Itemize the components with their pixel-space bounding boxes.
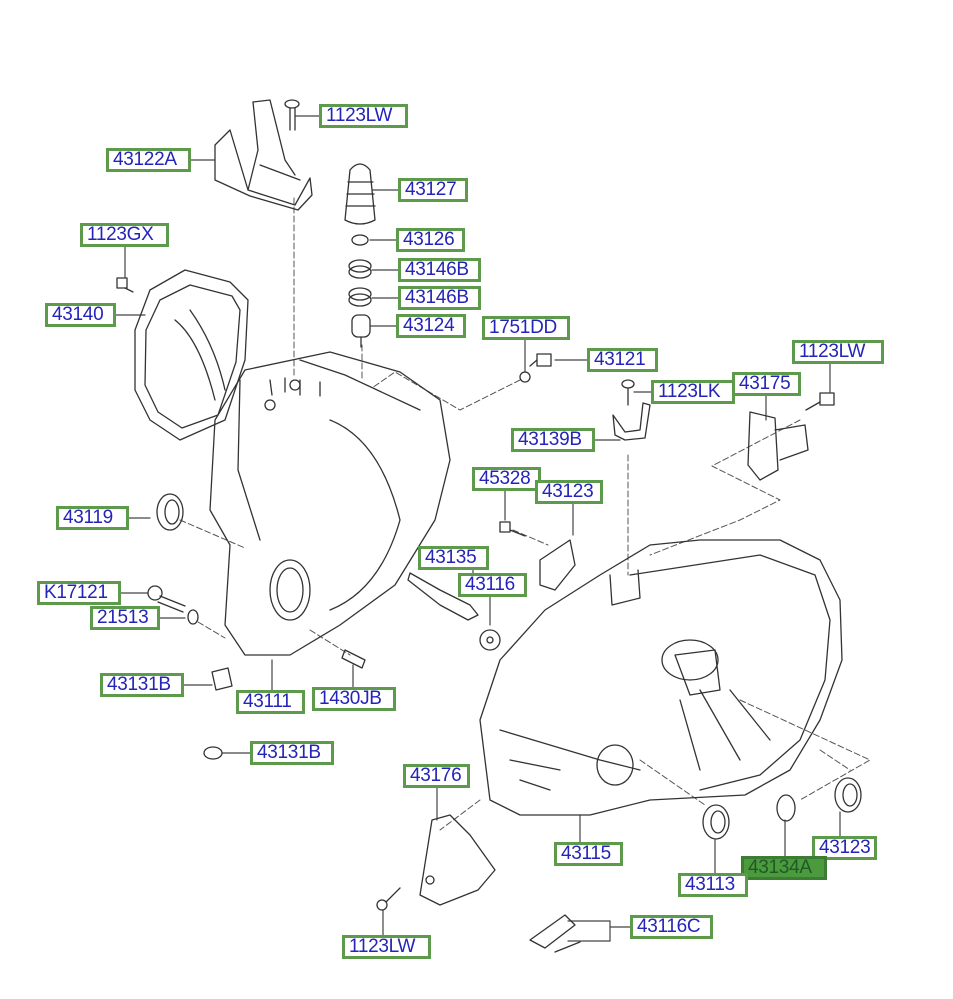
part-label-43121[interactable]: 43121: [587, 348, 658, 372]
part-label-1123lw[interactable]: 1123LW: [342, 935, 431, 959]
part-label-43113[interactable]: 43113: [678, 873, 748, 897]
bracket-43123: [539, 539, 576, 591]
washer-43126: [351, 234, 369, 246]
bracket-43139b: [612, 402, 651, 441]
part-label-43127[interactable]: 43127: [398, 178, 468, 202]
magnet-43131b: [211, 667, 233, 691]
part-label-1430jb[interactable]: 1430JB: [312, 687, 396, 711]
oring-43131b: [203, 746, 223, 760]
bolt-top: [284, 99, 300, 131]
ring-43146b-1: [348, 259, 372, 279]
lever-43135: [407, 572, 479, 621]
bracket-43122a: [214, 99, 313, 211]
part-label-43122a[interactable]: 43122A: [106, 148, 191, 172]
part-label-1123lw[interactable]: 1123LW: [319, 104, 408, 128]
part-label-43131b[interactable]: 43131B: [250, 741, 334, 765]
bolt-45328: [499, 521, 526, 537]
boot-43127: [344, 163, 376, 225]
part-label-43134a[interactable]: 43134A: [741, 856, 827, 880]
part-label-43175[interactable]: 43175: [732, 372, 801, 396]
part-label-1751dd[interactable]: 1751DD: [482, 316, 570, 340]
part-label-21513[interactable]: 21513: [90, 606, 160, 630]
housing-43111: [209, 351, 451, 656]
part-label-43111[interactable]: 43111: [236, 690, 305, 714]
sensor-43116c: [529, 914, 581, 953]
washer-43116: [479, 629, 501, 651]
ring-43146b-2: [348, 287, 372, 307]
washer-21513: [187, 609, 199, 625]
part-label-43146b[interactable]: 43146B: [398, 286, 481, 310]
part-label-43119[interactable]: 43119: [56, 506, 129, 530]
leader-lines: [115, 115, 841, 942]
nut-1751dd: [519, 371, 531, 383]
part-label-43139b[interactable]: 43139B: [511, 428, 595, 452]
bolt-1123lw-right: [805, 392, 835, 411]
bearing-43119: [156, 493, 184, 531]
part-label-1123gx[interactable]: 1123GX: [80, 223, 169, 247]
part-label-1123lw[interactable]: 1123LW: [792, 340, 884, 364]
part-label-k17121[interactable]: K17121: [37, 581, 121, 605]
bolt-1123lw-bottom: [376, 887, 401, 911]
part-label-43131b[interactable]: 43131B: [100, 673, 184, 697]
bracket-43176: [419, 814, 496, 906]
part-label-43135[interactable]: 43135: [418, 546, 489, 570]
cover-43140: [134, 269, 249, 441]
seal-43113: [702, 804, 730, 840]
part-label-43146b[interactable]: 43146B: [398, 258, 481, 282]
bolt-1123lk: [621, 379, 635, 406]
part-label-43116[interactable]: 43116: [458, 573, 527, 597]
part-label-45328[interactable]: 45328: [472, 467, 541, 491]
case-43115: [479, 539, 843, 816]
part-label-43126[interactable]: 43126: [396, 228, 465, 252]
part-label-1123lk[interactable]: 1123LK: [651, 380, 735, 404]
part-label-43116c[interactable]: 43116C: [630, 915, 713, 939]
bracket-43175: [747, 411, 809, 481]
part-label-43176[interactable]: 43176: [403, 764, 470, 788]
bolt-k17121: [147, 585, 186, 613]
part-label-43115[interactable]: 43115: [554, 842, 623, 866]
part-label-43123[interactable]: 43123: [535, 480, 603, 504]
seal-43123: [834, 777, 862, 813]
part-label-43140[interactable]: 43140: [45, 303, 116, 327]
pin-43124: [351, 314, 371, 348]
part-label-43124[interactable]: 43124: [396, 314, 466, 338]
bolt-43121: [529, 353, 552, 367]
dowel-1430jb: [341, 649, 366, 669]
bolt-1123gx: [116, 277, 134, 293]
seal-43134a: [776, 794, 796, 822]
